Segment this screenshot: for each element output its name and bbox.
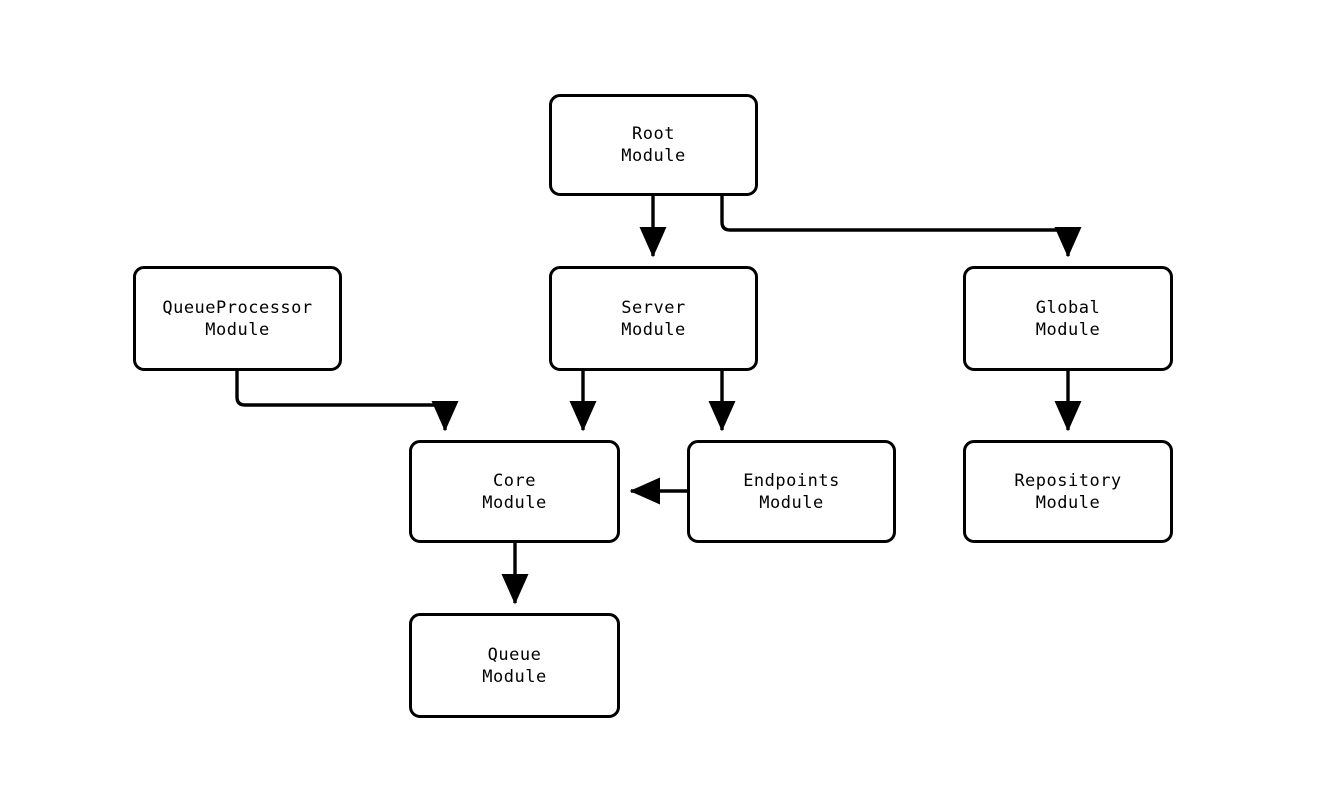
queueprocessor-module-label-line2: Module [205,319,270,340]
endpoints-module-label-line1: Endpoints [743,470,840,491]
core-module-label-line1: Core [493,470,536,491]
queueprocessor-module[interactable]: QueueProcessor Module [133,266,342,371]
edge-root-to-global [720,196,1082,258]
repository-module-label-line2: Module [1035,492,1101,513]
root-module[interactable]: Root Module [549,94,758,196]
repository-module[interactable]: Repository Module [963,440,1173,543]
root-module-label-line1: Root [632,124,675,144]
repository-module-label-line1: Repository [1014,470,1122,491]
server-module-label-line2: Module [621,319,686,340]
core-module[interactable]: Core Module [409,440,620,543]
root-module-label-line2: Module [621,146,686,166]
endpoints-module[interactable]: Endpoints Module [687,440,896,543]
global-module[interactable]: Global Module [963,266,1173,371]
queueprocessor-module-label-line1: QueueProcessor [162,297,313,318]
queue-module-label-line2: Module [482,666,547,687]
queue-module-label-line1: Queue [487,644,542,665]
edge-queueprocessor-to-core [235,371,459,432]
queue-module[interactable]: Queue Module [409,613,620,718]
server-module[interactable]: Server Module [549,266,758,371]
global-module-label-line2: Module [1035,319,1101,340]
core-module-label-line2: Module [482,492,547,513]
global-module-label-line1: Global [1035,297,1101,318]
server-module-label-line1: Server [621,297,686,318]
endpoints-module-label-line2: Module [759,492,824,513]
